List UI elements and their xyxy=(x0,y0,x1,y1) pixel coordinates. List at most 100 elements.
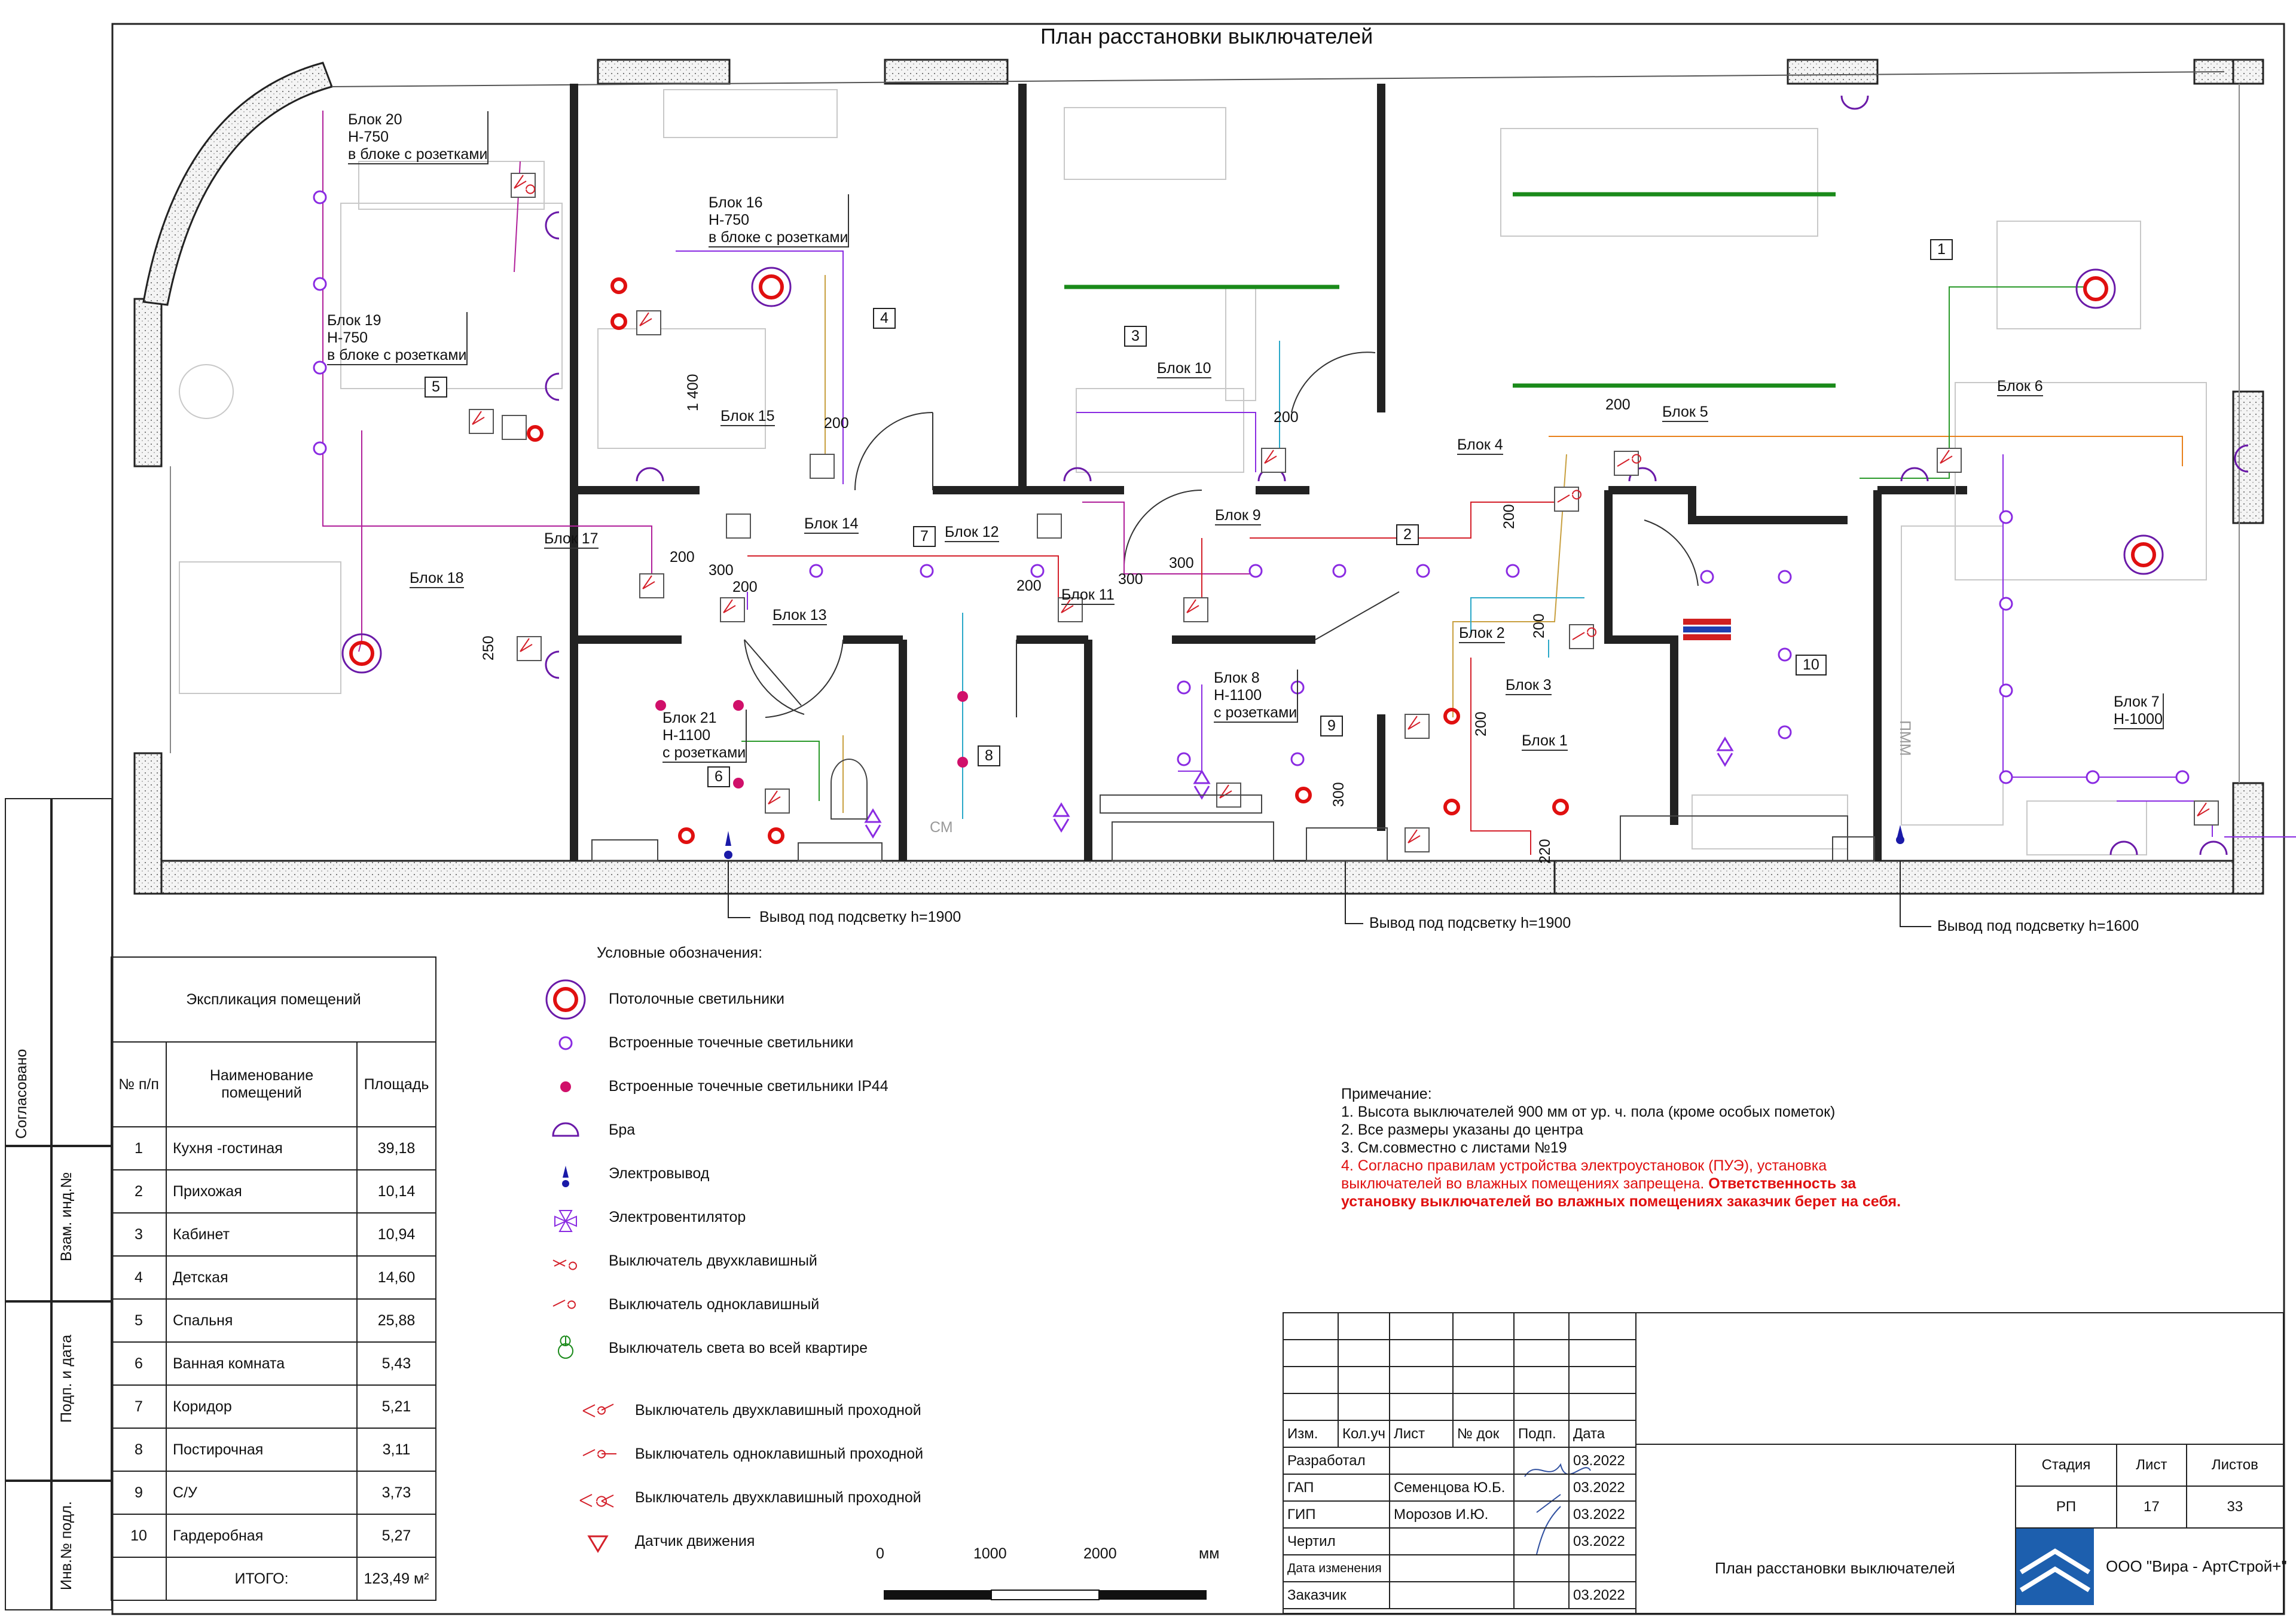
label-block-9: Блок 9 xyxy=(1215,507,1261,525)
fixtures xyxy=(591,759,1875,861)
row-no: 7 xyxy=(111,1384,167,1429)
wardrobe-flag xyxy=(1683,619,1731,640)
tb-role: Заказчик xyxy=(1283,1581,1390,1609)
label-block-13: Блок 13 xyxy=(773,607,827,625)
notes-title: Примечание: xyxy=(1341,1086,1432,1102)
label-block-5: Блок 5 xyxy=(1662,404,1708,422)
led-strips xyxy=(1064,192,1836,388)
room-number-2: 2 xyxy=(1396,524,1419,545)
tb-date: 03.2022 xyxy=(1568,1527,1637,1555)
tb-date xyxy=(1568,1554,1637,1582)
explication-header-no: № п/п xyxy=(111,1041,167,1127)
row-name: Спальня xyxy=(166,1298,358,1343)
label-block-11: Блок 11 xyxy=(1061,586,1115,605)
label-block-6: Блок 6 xyxy=(1997,378,2043,396)
notes-block: Примечание: 1. Высота выключателей 900 м… xyxy=(1341,1085,1939,1211)
legend-item-fan: Электровентилятор xyxy=(609,1209,746,1225)
label-block-4: Блок 4 xyxy=(1457,436,1503,455)
stage-value-sheet: 17 xyxy=(2116,1486,2187,1529)
label-block-19-name: Блок 19 xyxy=(327,312,381,329)
side-stamp-inv xyxy=(5,1480,53,1610)
tb-header-list: Лист xyxy=(1388,1420,1454,1448)
tb-header-doc: № док xyxy=(1452,1420,1515,1448)
scale-tick-1000: 1000 xyxy=(973,1545,1007,1562)
legend-item-ceiling-lamp: Потолочные светильники xyxy=(609,991,784,1007)
tb-header-izm: Изм. xyxy=(1283,1420,1339,1448)
ceiling-lamps xyxy=(341,267,2164,844)
explication-header-area: Площадь xyxy=(356,1041,436,1127)
room-number-3: 3 xyxy=(1124,326,1147,347)
legend-item-switch-double: Выключатель двухклавишный xyxy=(609,1252,817,1269)
label-block-20-note: в блоке с розетками xyxy=(348,146,488,163)
scale-unit: мм xyxy=(1199,1545,1220,1562)
row-no: 8 xyxy=(111,1428,167,1472)
row-no: 10 xyxy=(111,1514,167,1558)
room-number-1: 1 xyxy=(1930,239,1953,260)
row-name: Детская xyxy=(166,1255,358,1300)
side-stamp-replace xyxy=(5,1145,53,1303)
legend-item-pass-double: Выключатель двухклавишный проходной xyxy=(635,1402,921,1419)
dim-300-block11: 300 xyxy=(1118,571,1143,588)
output-caption-right: Вывод под подсветку h=1600 xyxy=(1937,918,2139,934)
row-area: 5,27 xyxy=(356,1514,436,1558)
row-area: 14,60 xyxy=(356,1255,436,1300)
glazing-line xyxy=(331,71,2225,87)
row-name: Кухня -гостиная xyxy=(166,1126,358,1170)
side-stamp-approved-value xyxy=(50,798,112,1147)
company-logo xyxy=(2016,1527,2094,1605)
row-name: Гардеробная xyxy=(166,1514,358,1558)
side-stamp-sign xyxy=(5,1300,53,1482)
row-name: С/У xyxy=(166,1471,358,1515)
room-number-6: 6 xyxy=(707,766,730,787)
label-block-21-height: Н-1100 xyxy=(662,727,711,744)
switch-symbols xyxy=(472,175,2210,843)
tb-person xyxy=(1388,1447,1515,1475)
side-label-sign: Подп. и дата xyxy=(58,1334,75,1423)
note-4-line1: 4. Согласно правилам устройства электроу… xyxy=(1341,1157,1827,1174)
note-4-text: выключателей во влажных помещениях запре… xyxy=(1341,1175,1705,1192)
explication-table: Экспликация помещений № п/п Наименование… xyxy=(111,956,436,1601)
row-area: 5,43 xyxy=(356,1341,436,1386)
label-block-8: Блок 8 Н-1100 с розетками xyxy=(1214,670,1299,723)
legend-item-pass-single: Выключатель одноклавишный проходной xyxy=(635,1445,924,1462)
table-row: Дата изменения xyxy=(1283,1554,1637,1582)
label-block-16: Блок 16 Н-750 в блоке с розетками xyxy=(709,194,850,247)
dim-200-block12: 200 xyxy=(1016,577,1042,594)
dim-300-wc: 300 xyxy=(1330,782,1347,807)
dim-300-corridor: 300 xyxy=(709,562,734,579)
scale-tick-0: 0 xyxy=(876,1545,884,1562)
row-no: 2 xyxy=(111,1169,167,1214)
tb-role: Дата изменения xyxy=(1283,1554,1390,1582)
scale-bar xyxy=(884,1590,1207,1600)
row-area: 5,21 xyxy=(356,1384,436,1429)
row-no: 4 xyxy=(111,1255,167,1300)
label-block-20: Блок 20 Н-750 в блоке с розетками xyxy=(348,111,489,164)
stage-value-stage: РП xyxy=(2014,1486,2118,1529)
row-name: Постирочная xyxy=(166,1428,358,1472)
title-block-divider-2 xyxy=(2015,1444,2016,1614)
room-number-7: 7 xyxy=(913,526,936,547)
leader-lines xyxy=(728,861,1931,927)
room-number-10: 10 xyxy=(1796,655,1827,676)
dim-200-block15: 200 xyxy=(824,415,849,432)
label-block-14: Блок 14 xyxy=(804,515,859,534)
title-block-divider xyxy=(1635,1312,1636,1614)
note-4-line3: установку выключателей во влажных помеще… xyxy=(1341,1193,1901,1210)
table-total-row: ИТОГО:123,49 м² xyxy=(111,1557,436,1601)
label-block-21-note: с розетками xyxy=(662,744,746,761)
row-name: Коридор xyxy=(166,1384,358,1429)
side-label-approved: Согласовано xyxy=(13,1049,30,1139)
label-block-12: Блок 12 xyxy=(945,524,999,542)
label-block-16-note: в блоке с розетками xyxy=(709,229,848,246)
label-block-21-name: Блок 21 xyxy=(662,710,717,726)
row-area: 39,18 xyxy=(356,1126,436,1170)
label-block-3: Блок 3 xyxy=(1506,677,1552,695)
